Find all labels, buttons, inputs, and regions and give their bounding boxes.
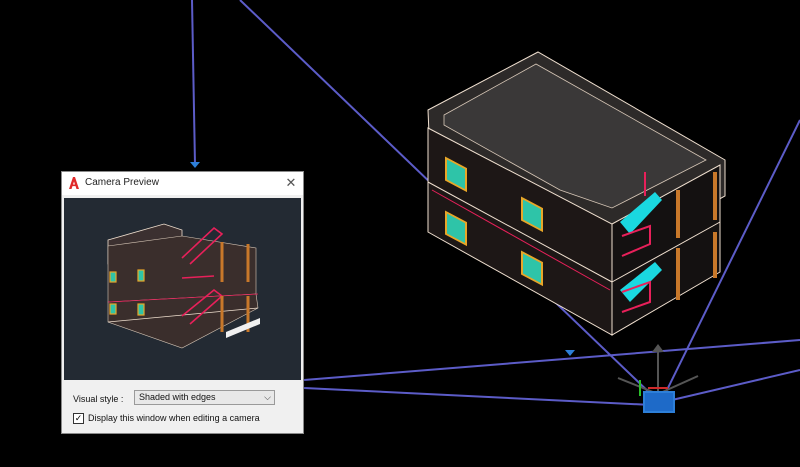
dialog-titlebar[interactable]: Camera Preview ✕ bbox=[62, 172, 303, 195]
dialog-title: Camera Preview bbox=[85, 177, 159, 188]
visual-style-value: Shaded with edges bbox=[139, 392, 216, 402]
camera-glyph-icon[interactable] bbox=[617, 344, 699, 413]
preview-building bbox=[107, 223, 260, 349]
building-3d-model bbox=[427, 51, 726, 336]
camera-lens-grip[interactable] bbox=[565, 350, 575, 356]
display-window-checkbox[interactable]: ✓ bbox=[73, 413, 84, 424]
close-button[interactable]: ✕ bbox=[281, 174, 301, 192]
chevron-down-icon: ⌵ bbox=[264, 392, 271, 402]
visual-style-dropdown[interactable]: Shaded with edges ⌵ bbox=[134, 390, 275, 405]
autocad-logo-icon bbox=[69, 177, 79, 189]
camera-preview-dialog: Camera Preview ✕ bbox=[61, 171, 304, 434]
camera-frustum-lines bbox=[191, 0, 800, 406]
display-window-checkbox-label: Display this window when editing a camer… bbox=[88, 413, 260, 423]
visual-style-label: Visual style : bbox=[73, 394, 124, 404]
checkmark-icon: ✓ bbox=[74, 413, 83, 423]
camera-preview-pane bbox=[64, 198, 301, 380]
camera-target-grip[interactable] bbox=[190, 162, 200, 168]
close-icon: ✕ bbox=[285, 175, 297, 190]
